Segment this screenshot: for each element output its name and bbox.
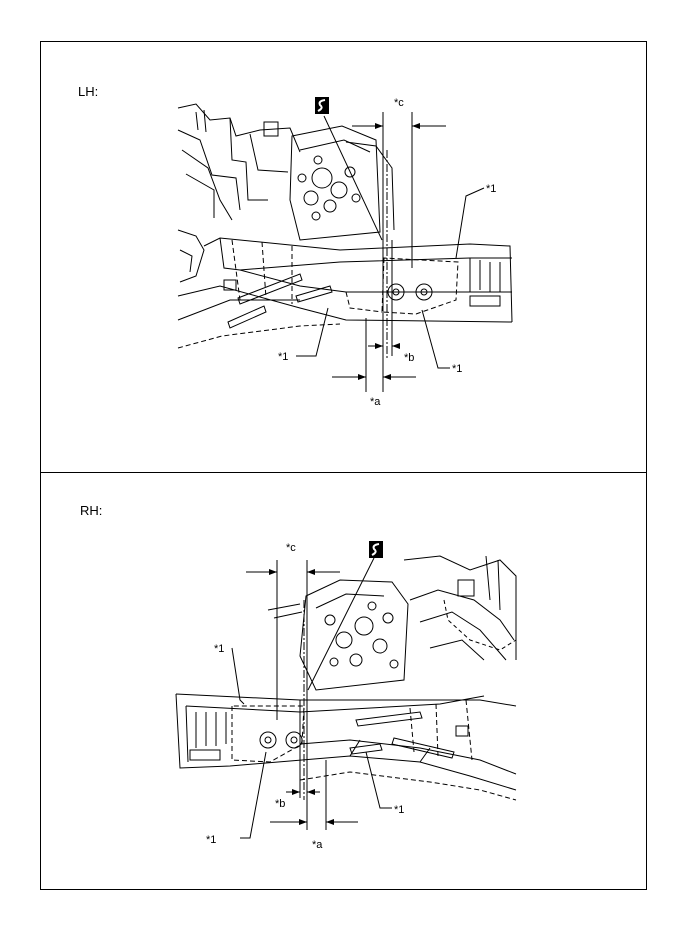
lh-callout-1-top: *1 bbox=[486, 183, 496, 195]
rh-callout-1-top: *1 bbox=[214, 643, 224, 655]
lh-dimension-lines bbox=[296, 112, 485, 392]
lh-callout-1-left: *1 bbox=[278, 351, 288, 363]
lh-weld-icon bbox=[315, 97, 329, 114]
lh-illustration bbox=[177, 103, 513, 349]
rh-callout-1-right: *1 bbox=[394, 804, 404, 816]
rh-callout-1-left: *1 bbox=[206, 834, 216, 846]
s-wave-weld-icon bbox=[369, 541, 383, 558]
diagram-frame bbox=[40, 41, 647, 890]
rh-callout-b: *b bbox=[275, 798, 285, 810]
lh-callout-1-right: *1 bbox=[452, 363, 462, 375]
rh-callout-a: *a bbox=[312, 839, 323, 851]
rh-illustration bbox=[175, 555, 517, 801]
lh-callout-c: *c bbox=[394, 97, 404, 109]
rh-panel-label: RH: bbox=[80, 503, 103, 518]
panel-divider bbox=[41, 472, 646, 473]
lh-callout-a: *a bbox=[370, 396, 381, 408]
rh-dimension-lines bbox=[231, 557, 392, 839]
rh-weld-icon bbox=[369, 541, 383, 558]
s-wave-weld-icon bbox=[315, 97, 329, 114]
rh-callout-c: *c bbox=[286, 542, 296, 554]
lh-callout-b: *b bbox=[404, 352, 414, 364]
lh-panel-label: LH: bbox=[78, 84, 99, 99]
